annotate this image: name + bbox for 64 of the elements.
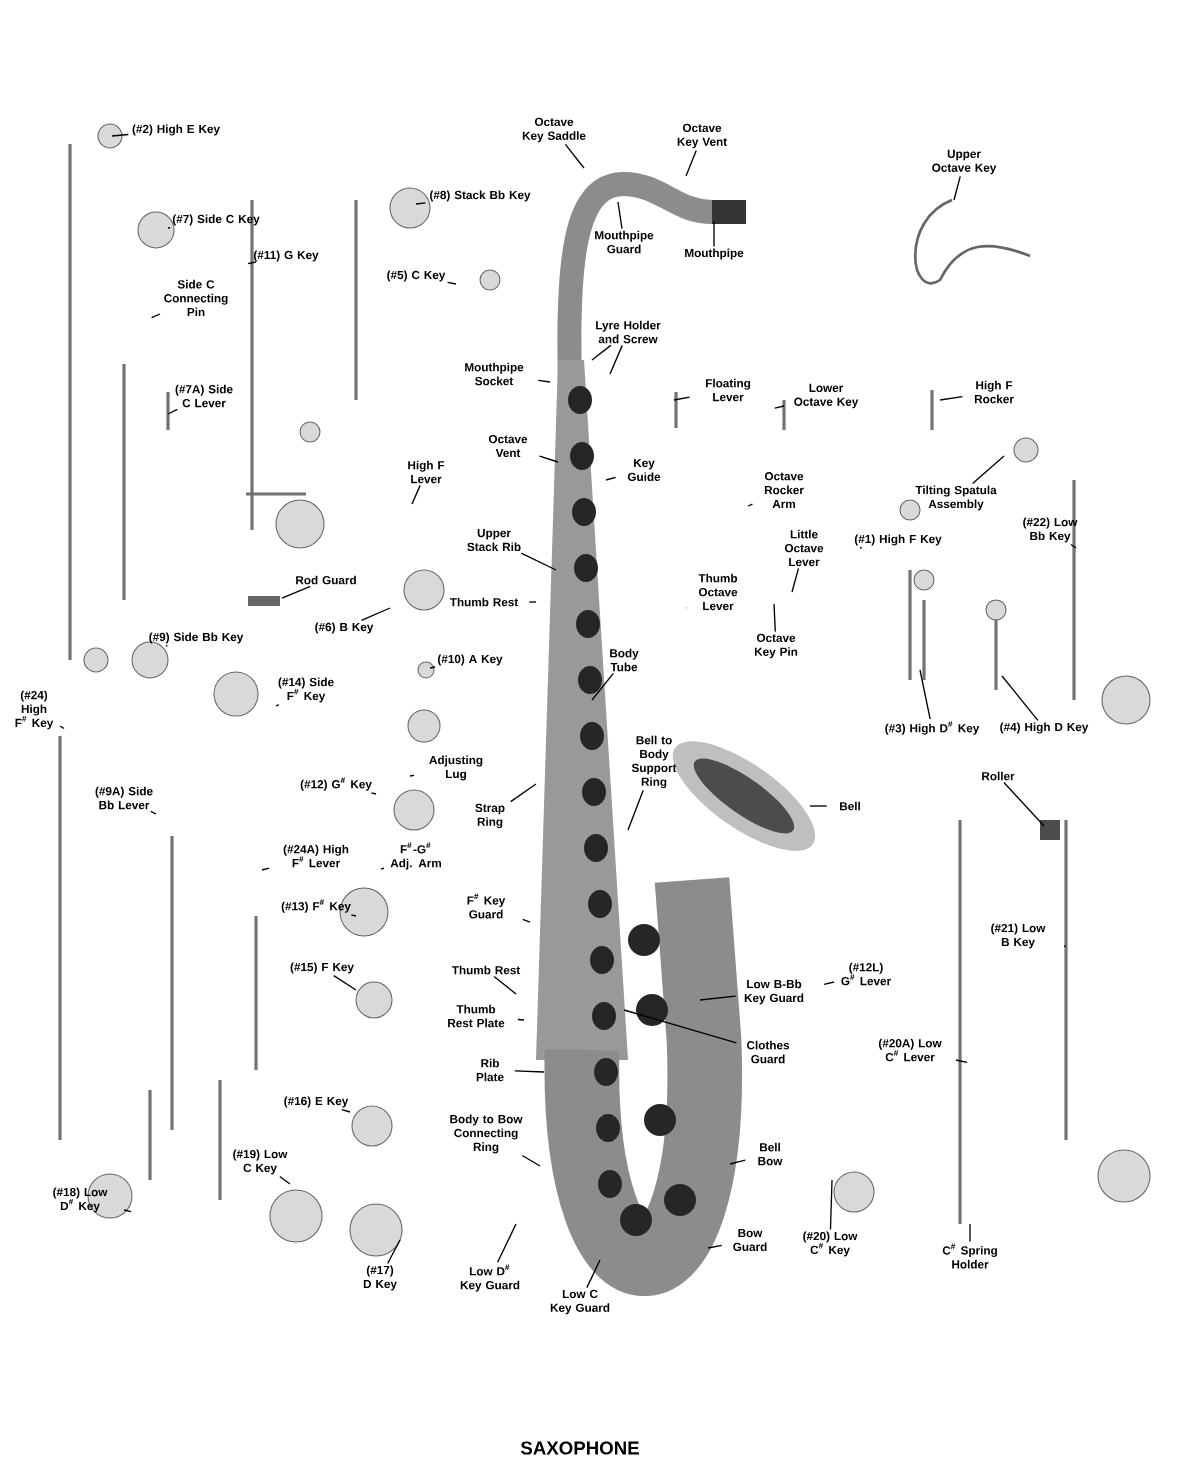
leader-line bbox=[707, 1244, 723, 1249]
leader-line bbox=[586, 1259, 601, 1289]
leader-line bbox=[829, 1179, 833, 1231]
leader-line bbox=[279, 1175, 291, 1185]
leader-line bbox=[673, 396, 691, 401]
leader-line bbox=[537, 379, 551, 383]
leader-line bbox=[1001, 675, 1039, 722]
title: SAXOPHONE bbox=[520, 1441, 639, 1455]
leader-line bbox=[809, 805, 828, 807]
leader-line bbox=[387, 1239, 401, 1265]
leader-line bbox=[493, 975, 517, 995]
leader-line bbox=[496, 1223, 517, 1263]
leader-line bbox=[59, 725, 65, 730]
leader-line bbox=[281, 585, 311, 599]
leader-line bbox=[409, 774, 415, 777]
leader-line bbox=[699, 995, 737, 1001]
leader-line bbox=[591, 672, 614, 701]
leader-line bbox=[955, 1059, 968, 1064]
leader-line bbox=[247, 261, 257, 265]
leader-line bbox=[713, 221, 715, 248]
leader-line bbox=[747, 503, 754, 507]
leader-line bbox=[520, 552, 557, 571]
leader-line bbox=[446, 281, 457, 285]
leader-line bbox=[521, 1154, 541, 1167]
leader-line bbox=[953, 175, 961, 201]
leader-line bbox=[617, 201, 623, 230]
leader-line bbox=[564, 143, 585, 169]
leader-line bbox=[341, 1108, 351, 1113]
leader-line bbox=[150, 810, 157, 815]
leader-line bbox=[514, 1070, 545, 1073]
leader-line bbox=[333, 974, 357, 991]
leader-line bbox=[350, 914, 357, 917]
leader-line bbox=[1003, 781, 1045, 827]
leader-line bbox=[415, 202, 427, 205]
leader-line bbox=[167, 408, 178, 415]
leader-line bbox=[791, 567, 800, 593]
leader-line bbox=[623, 1009, 738, 1044]
leader-line bbox=[773, 603, 776, 633]
leader-line bbox=[823, 981, 835, 986]
leader-line bbox=[591, 344, 612, 361]
leader-line bbox=[429, 666, 436, 669]
leader-line bbox=[411, 484, 421, 505]
leader-line bbox=[1070, 543, 1077, 549]
leader-line bbox=[685, 149, 697, 177]
leader-line bbox=[774, 405, 785, 409]
leader-line bbox=[370, 792, 377, 795]
leader-line bbox=[360, 607, 391, 622]
leader-line bbox=[939, 396, 964, 401]
leader-line bbox=[627, 789, 644, 831]
leader-line bbox=[522, 918, 531, 923]
leader-line bbox=[150, 313, 161, 319]
leader-line bbox=[919, 669, 931, 720]
leader-line bbox=[538, 455, 559, 463]
leader-line bbox=[123, 1209, 132, 1213]
leader-line bbox=[729, 1159, 746, 1165]
leader-line bbox=[510, 783, 537, 803]
leader-line bbox=[111, 133, 129, 137]
leader-line bbox=[971, 455, 1005, 485]
leader-line bbox=[969, 1223, 971, 1243]
leader-line bbox=[261, 867, 270, 871]
leader-line bbox=[605, 476, 617, 481]
leader-line bbox=[609, 344, 623, 375]
leader-line bbox=[528, 601, 537, 603]
leader-line bbox=[517, 1018, 525, 1021]
